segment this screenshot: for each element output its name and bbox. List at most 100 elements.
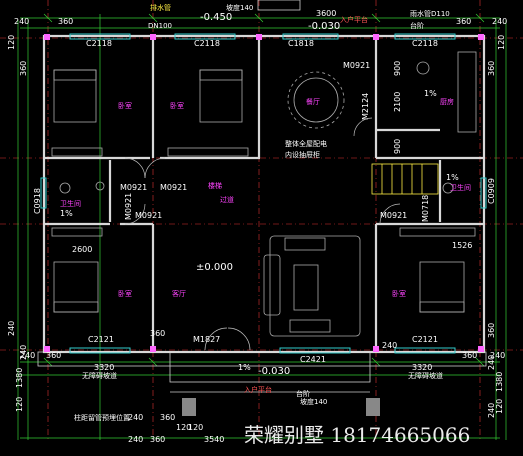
elev-000: ±0.000 — [196, 262, 233, 273]
dimension-lines — [17, 13, 507, 440]
window-c2118-b: C2118 — [194, 39, 220, 48]
pipe-dn-label: DN100 — [148, 22, 172, 30]
dining-table — [293, 77, 339, 123]
window-c2121-a: C2121 — [88, 335, 114, 344]
door-m0921-d: M0921 — [135, 211, 162, 220]
door-m1827: M1827 — [193, 335, 220, 344]
room-living: 客厅 — [172, 289, 186, 298]
room-corridor: 过道 — [220, 195, 234, 204]
bed-tl — [53, 69, 97, 123]
window-c2118-c: C2118 — [412, 39, 438, 48]
window-c0918: C0918 — [33, 188, 42, 214]
dim-bottom-3320-l: 3320 — [94, 363, 114, 372]
elev-m0030-bottom: -0.030 — [258, 366, 290, 377]
dim-left-360: 360 — [19, 61, 28, 76]
dim-right-240: 240 — [487, 355, 496, 370]
dim-2100: 2100 — [393, 92, 402, 112]
window-c0909: C0909 — [487, 178, 496, 204]
bed-bl — [53, 261, 99, 313]
dim-bottom-3320-r: 3320 — [412, 363, 432, 372]
door-m0921-top: M0921 — [343, 61, 370, 70]
leader-right2-label: 台阶 — [410, 21, 424, 30]
stair-note: 楼梯 — [208, 181, 222, 190]
room-bedroom-tl: 卧室 — [118, 101, 132, 110]
elev-m0450: -0.450 — [200, 12, 232, 23]
room-kitchen: 厨房 — [440, 97, 454, 106]
leader-right-label: 雨水管D110 — [410, 9, 450, 18]
step-label: 台阶 — [296, 389, 310, 398]
dim-top-3600: 3600 — [316, 9, 336, 18]
dim-left-1380: 1380 — [15, 368, 24, 388]
bed-tm — [199, 69, 243, 123]
door-m0921-e: M0921 — [380, 211, 407, 220]
dim-bottom-240-c: 240 — [128, 413, 143, 422]
room-bath-r: 卫生间 — [450, 183, 471, 192]
dim-right-360-b: 360 — [487, 323, 496, 338]
dim-1526: 1526 — [452, 241, 472, 250]
dim-bottom-120-b: 120 — [188, 423, 203, 432]
dim-2600: 2600 — [72, 245, 92, 254]
dim-bottom-360-c: 360 — [160, 413, 175, 422]
dim-bottom-3540: 3540 — [204, 435, 224, 444]
elev-m0030-top: -0.030 — [308, 21, 340, 32]
watermark: 荣耀别墅 18174665066 — [244, 423, 470, 447]
entrance-top-label: 入户平台 — [340, 15, 368, 24]
dim-right-1380: 1380 — [495, 372, 504, 392]
panel-note2: 内设抽屉柜 — [285, 150, 320, 159]
dim-bottom-360-l: 360 — [46, 351, 61, 360]
dim-bottom-360-b: 360 — [150, 435, 165, 444]
labels: 240 360 3600 360 240 -0.450 -0.030 排水管 D… — [7, 3, 507, 444]
dim-bottom-240-l: 240 — [20, 351, 35, 360]
door-m0921-b: M0921 — [160, 183, 187, 192]
room-bedroom-br: 卧室 — [392, 289, 406, 298]
dim-right-120-b: 120 — [495, 399, 504, 414]
entry-slope: 1% — [238, 363, 251, 372]
ramp-left-label: 无障碍坡道 — [82, 371, 117, 380]
dim-top-240-right: 240 — [492, 17, 507, 26]
dim-bottom-240-r2: 240 — [490, 351, 505, 360]
panel-note: 整体全屋配电 — [285, 139, 327, 148]
entry-platform — [37, 0, 487, 393]
furniture — [51, 51, 477, 337]
dim-left-120-b: 120 — [15, 397, 24, 412]
ramp-right-label: 无障碍坡道 — [408, 371, 443, 380]
pipe-label: 排水管 — [150, 3, 171, 12]
door-swings — [124, 117, 401, 351]
room-bedroom-bl: 卧室 — [118, 289, 132, 298]
windows — [40, 33, 487, 354]
dim-bottom-360-r: 360 — [462, 351, 477, 360]
door-m0921-c: M0921 — [124, 193, 133, 220]
bath-slope-r: 1% — [446, 173, 459, 182]
dim-top-240-left: 240 — [14, 17, 29, 26]
window-c2421: C2421 — [300, 355, 326, 364]
pillar-bases — [182, 398, 380, 416]
dim-bottom-240-b: 240 — [128, 435, 143, 444]
bath-slope-l: 1% — [60, 209, 73, 218]
slope-top-label: 坡度140 — [226, 3, 253, 12]
note-bottom: 柱距留管预埋位置 — [74, 413, 130, 422]
walls — [42, 34, 486, 354]
door-m2124: M2124 — [361, 93, 370, 120]
room-dining: 餐厅 — [306, 97, 320, 106]
dim-top-360-left: 360 — [58, 17, 73, 26]
dim-bottom-240-r: 240 — [382, 341, 397, 350]
bed-br — [419, 261, 465, 313]
dim-left-120-a: 120 — [7, 35, 16, 50]
door-m0921-a: M0921 — [120, 183, 147, 192]
door-m0718: M0718 — [421, 195, 430, 222]
dim-900-b: 900 — [393, 139, 402, 154]
entry-platform-label: 入户平台 — [244, 385, 272, 394]
dim-right-240-b: 240 — [487, 403, 496, 418]
window-c2118-a: C2118 — [86, 39, 112, 48]
dim-top-360-right: 360 — [456, 17, 471, 26]
dim-left-240-b: 240 — [7, 321, 16, 336]
room-bedroom-tm: 卧室 — [170, 101, 184, 110]
dim-900-a: 900 — [393, 61, 402, 76]
dim-bottom-360-l2: 360 — [150, 329, 165, 338]
window-c1818: C1818 — [288, 39, 314, 48]
slope-bottom-label: 坡度140 — [300, 397, 327, 406]
window-c2121-b: C2121 — [412, 335, 438, 344]
dim-right-360: 360 — [487, 61, 496, 76]
dim-bottom-120-a: 120 — [176, 423, 191, 432]
